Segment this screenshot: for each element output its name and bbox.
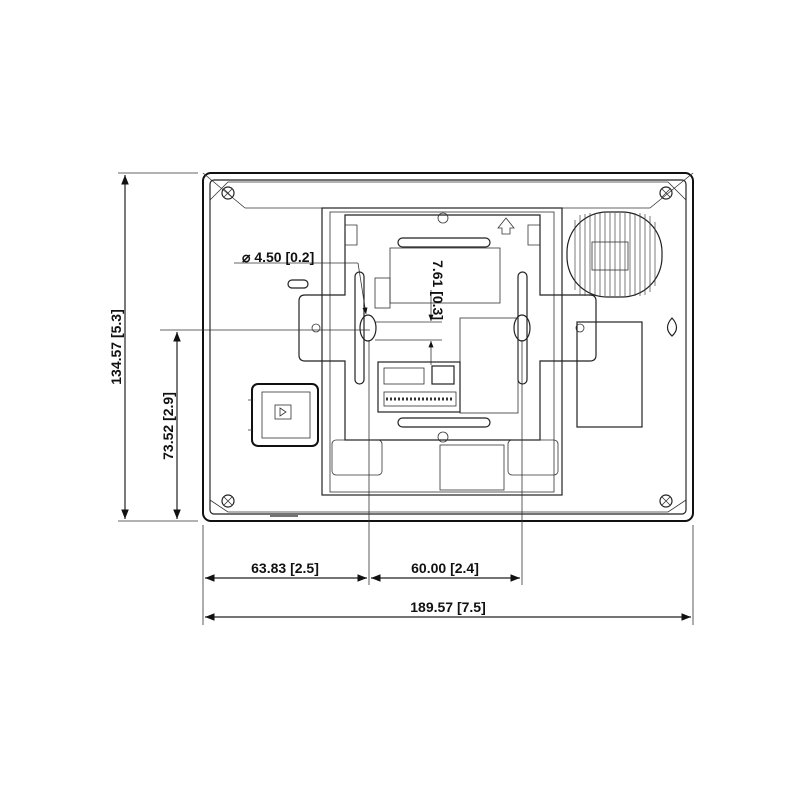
mounting-bracket [298, 212, 597, 443]
slot [287, 279, 309, 289]
card-slot [248, 383, 319, 447]
up-arrow-icon [497, 217, 515, 235]
indicator-icon [666, 317, 678, 337]
corner-screws [221, 186, 673, 508]
speaker-grille [566, 211, 663, 298]
dim-offset-left: 63.83 [2.5] [251, 560, 319, 576]
dim-offset-height: 73.52 [2.9] [160, 392, 176, 460]
device-body [202, 172, 694, 522]
label-area [576, 321, 643, 428]
internal-components [331, 247, 559, 491]
play-icon [274, 404, 292, 420]
connector-block [377, 361, 461, 413]
dim-hole-spacing: 60.00 [2.4] [411, 560, 479, 576]
dim-diameter: ⌀ 4.50 [0.2] [242, 249, 314, 265]
rear-recess [321, 207, 563, 496]
dim-depth: 7.61 [0.3] [430, 260, 446, 320]
dim-height: 134.57 [5.3] [108, 309, 124, 385]
dimension-lines [118, 172, 694, 625]
dim-width: 189.57 [7.5] [410, 599, 486, 615]
